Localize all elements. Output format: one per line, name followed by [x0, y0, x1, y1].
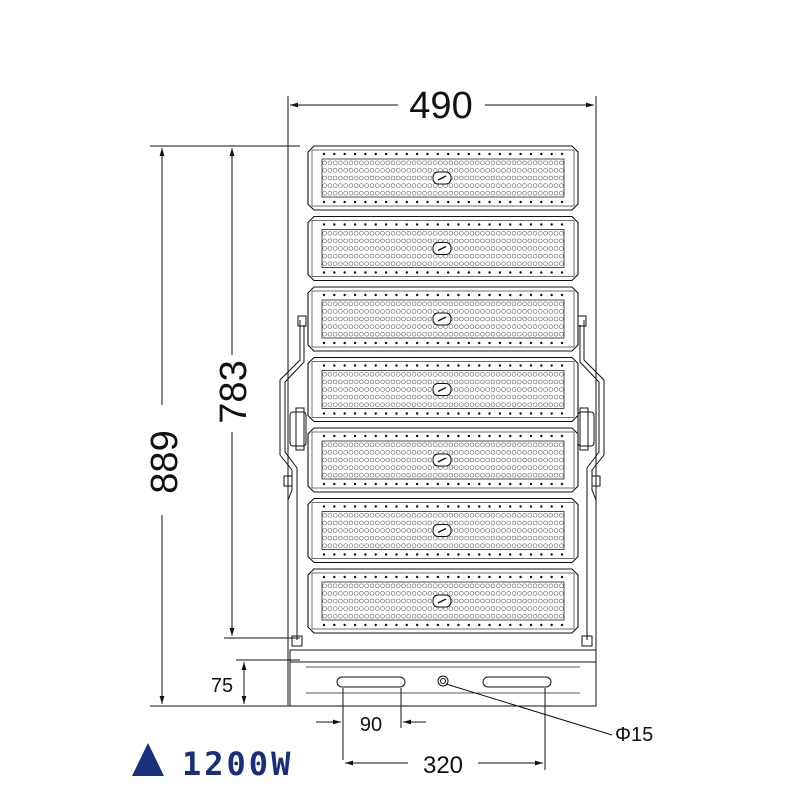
base-height-label: 75 — [211, 675, 233, 697]
led-module — [307, 568, 579, 634]
hole-diameter-label: Φ15 — [615, 724, 653, 746]
mounting-hole — [437, 675, 449, 687]
led-module — [307, 497, 579, 564]
slot-spacing-label: 320 — [423, 752, 463, 779]
width-label: 490 — [409, 85, 472, 127]
warning-triangle-icon — [132, 743, 164, 776]
modules-height-dimension: 783 — [213, 148, 300, 639]
mounting-slot-right — [482, 676, 552, 688]
slot-width-dimension: 90 — [316, 688, 426, 760]
slot-width-label: 90 — [360, 714, 382, 736]
led-modules — [307, 145, 579, 634]
hole-diameter-leader: Φ15 — [445, 683, 653, 746]
mounting-slot-left — [336, 676, 406, 688]
led-module — [307, 215, 579, 282]
total-height-dimension: 889 — [144, 145, 300, 707]
base-plate — [289, 649, 597, 707]
modules-height-label: 783 — [213, 360, 255, 423]
base-height-dimension: 75 — [211, 659, 300, 704]
led-module — [307, 286, 579, 352]
total-height-label: 889 — [144, 430, 186, 493]
slot-spacing-dimension: 320 — [345, 688, 546, 779]
led-module — [307, 356, 579, 423]
yoke-bracket — [279, 315, 605, 647]
led-module — [307, 145, 579, 211]
power-rating: 1200W — [132, 743, 293, 783]
power-label: 1200W — [182, 745, 293, 783]
led-module — [307, 427, 579, 493]
